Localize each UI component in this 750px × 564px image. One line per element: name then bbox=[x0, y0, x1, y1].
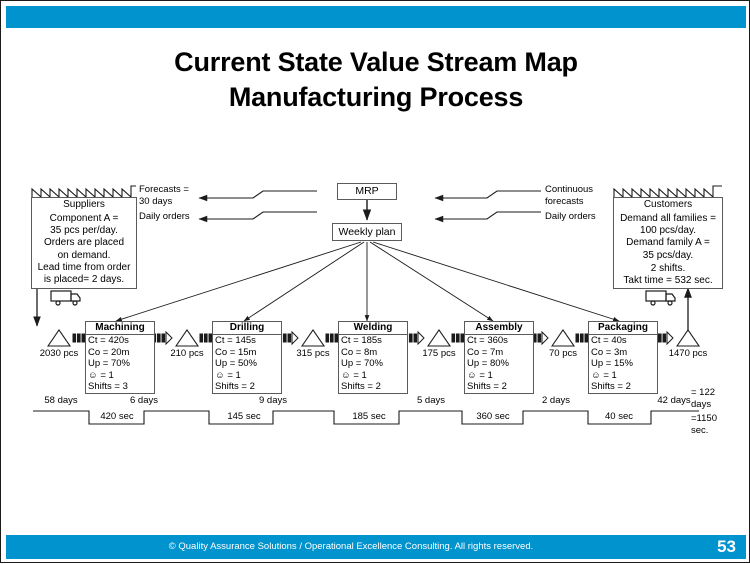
process-name: Assembly bbox=[465, 322, 533, 335]
weekly-plan-box[interactable]: Weekly plan bbox=[332, 223, 402, 241]
process-operators: ☺ = 1 bbox=[341, 369, 367, 381]
process-box-machining[interactable]: Machining Ct = 420s Co = 20m Up = 70% ☺ … bbox=[85, 321, 155, 394]
process-changeover: Co = 3m bbox=[591, 346, 628, 358]
page-number: 53 bbox=[717, 537, 736, 556]
process-uptime: Up = 80% bbox=[467, 358, 509, 369]
arrow-plan-to-drilling bbox=[243, 241, 365, 322]
process-box-assembly[interactable]: Assembly Ct = 360s Co = 7m Up = 80% ☺ = … bbox=[464, 321, 534, 394]
process-shifts: Shifts = 2 bbox=[215, 381, 255, 392]
process-uptime: Up = 15% bbox=[591, 358, 633, 369]
lead-time-label-5: 2 days bbox=[542, 395, 570, 406]
process-shifts: Shifts = 3 bbox=[88, 381, 128, 392]
process-time-label-4: 360 sec bbox=[476, 411, 510, 422]
total-process-time: =1150 sec. bbox=[691, 413, 717, 436]
top-accent-bar bbox=[6, 6, 746, 28]
info-arrow-continuous-forecasts bbox=[434, 190, 541, 202]
process-uptime: Up = 50% bbox=[215, 358, 257, 369]
process-shifts: Shifts = 2 bbox=[467, 381, 507, 392]
inventory-triangle-4 bbox=[426, 329, 452, 347]
process-changeover: Co = 20m bbox=[88, 346, 130, 358]
lead-time-label-6: 42 days bbox=[657, 395, 691, 406]
inventory-label-2: 210 pcs bbox=[170, 348, 204, 359]
process-operators: ☺ = 1 bbox=[591, 369, 617, 381]
supplier-forecast-label: Forecasts = 30 days bbox=[139, 184, 189, 207]
info-arrow-customer-daily-orders bbox=[434, 211, 541, 223]
process-cycle-time: Ct = 40s bbox=[591, 335, 627, 346]
process-operators: ☺ = 1 bbox=[215, 369, 241, 381]
process-time-label-3: 185 sec bbox=[352, 411, 386, 422]
process-time-label-1: 420 sec bbox=[100, 411, 134, 422]
inventory-label-6: 1470 pcs bbox=[668, 348, 708, 359]
title-line-2: Manufacturing Process bbox=[228, 82, 524, 112]
process-changeover: Co = 8m bbox=[341, 346, 378, 358]
process-name: Drilling bbox=[213, 322, 281, 335]
process-box-welding[interactable]: Welding Ct = 185s Co = 8m Up = 70% ☺ = 1… bbox=[338, 321, 408, 394]
process-box-drilling[interactable]: Drilling Ct = 145s Co = 15m Up = 50% ☺ =… bbox=[212, 321, 282, 394]
footer-bar: © Quality Assurance Solutions / Operatio… bbox=[6, 535, 746, 559]
footer-copyright: © Quality Assurance Solutions / Operatio… bbox=[168, 541, 534, 552]
process-operators: ☺ = 1 bbox=[88, 369, 114, 381]
inventory-label-5: 70 pcs bbox=[549, 348, 577, 359]
page-title: Current State Value Stream Map Manufactu… bbox=[1, 45, 750, 115]
process-shifts: Shifts = 2 bbox=[591, 381, 631, 392]
lead-time-label-1: 58 days bbox=[44, 395, 78, 406]
process-uptime: Up = 70% bbox=[341, 358, 383, 369]
process-shifts: Shifts = 2 bbox=[341, 381, 381, 392]
process-uptime: Up = 70% bbox=[88, 358, 130, 369]
mrp-box[interactable]: MRP bbox=[337, 183, 397, 200]
factory-roof-icon bbox=[31, 185, 136, 198]
lead-time-label-3: 9 days bbox=[259, 395, 287, 406]
arrow-plan-to-assembly bbox=[369, 241, 494, 322]
supplier-name: Suppliers bbox=[31, 197, 137, 212]
info-arrow-forecasts-to-supplier bbox=[198, 190, 317, 202]
process-changeover: Co = 7m bbox=[467, 346, 504, 358]
process-cycle-time: Ct = 420s bbox=[88, 335, 129, 346]
inventory-label-3: 315 pcs bbox=[296, 348, 330, 359]
timeline-ladder bbox=[33, 410, 699, 425]
total-lead-time: = 122 days bbox=[691, 387, 716, 410]
process-time-label-2: 145 sec bbox=[227, 411, 261, 422]
title-line-1: Current State Value Stream Map bbox=[174, 47, 578, 77]
truck-icon-inbound bbox=[50, 290, 81, 306]
process-name: Welding bbox=[339, 322, 407, 335]
supplier-daily-orders-label: Daily orders bbox=[139, 211, 190, 222]
arrow-plan-to-machining bbox=[115, 241, 362, 322]
process-cycle-time: Ct = 185s bbox=[341, 335, 382, 346]
supplier-details: Component A = 35 pcs per/day. Orders are… bbox=[31, 211, 137, 290]
customer-details: Demand all families = 100 pcs/day. Deman… bbox=[613, 211, 723, 265]
inventory-label-4: 175 pcs bbox=[422, 348, 456, 359]
process-changeover: Co = 15m bbox=[215, 346, 257, 358]
process-name: Packaging bbox=[589, 322, 657, 335]
inventory-triangle-2 bbox=[174, 329, 200, 347]
process-operators: ☺ = 1 bbox=[467, 369, 493, 381]
inventory-label-1: 2030 pcs bbox=[39, 348, 79, 359]
process-cycle-time: Ct = 360s bbox=[467, 335, 508, 346]
customer-forecast-label: Continuous forecasts bbox=[545, 184, 594, 207]
process-box-packaging[interactable]: Packaging Ct = 40s Co = 3m Up = 15% ☺ = … bbox=[588, 321, 658, 394]
factory-roof-icon bbox=[613, 185, 722, 198]
process-cycle-time: Ct = 145s bbox=[215, 335, 256, 346]
lead-time-label-4: 5 days bbox=[417, 395, 445, 406]
customer-daily-orders-label: Daily orders bbox=[545, 211, 596, 222]
inventory-triangle-1 bbox=[46, 329, 72, 347]
inventory-triangle-5 bbox=[550, 329, 576, 347]
customer-name: Customers bbox=[613, 197, 723, 212]
arrow-plan-to-packaging bbox=[372, 241, 620, 322]
process-time-label-5: 40 sec bbox=[605, 411, 633, 422]
truck-icon-outbound bbox=[645, 290, 676, 306]
info-arrow-daily-orders-to-supplier bbox=[198, 211, 317, 223]
customer-details-2: 2 shifts. Takt time = 532 sec. bbox=[613, 262, 723, 290]
inventory-triangle-3 bbox=[300, 329, 326, 347]
inventory-triangle-6 bbox=[675, 329, 701, 347]
process-name: Machining bbox=[86, 322, 154, 335]
lead-time-label-2: 6 days bbox=[130, 395, 158, 406]
